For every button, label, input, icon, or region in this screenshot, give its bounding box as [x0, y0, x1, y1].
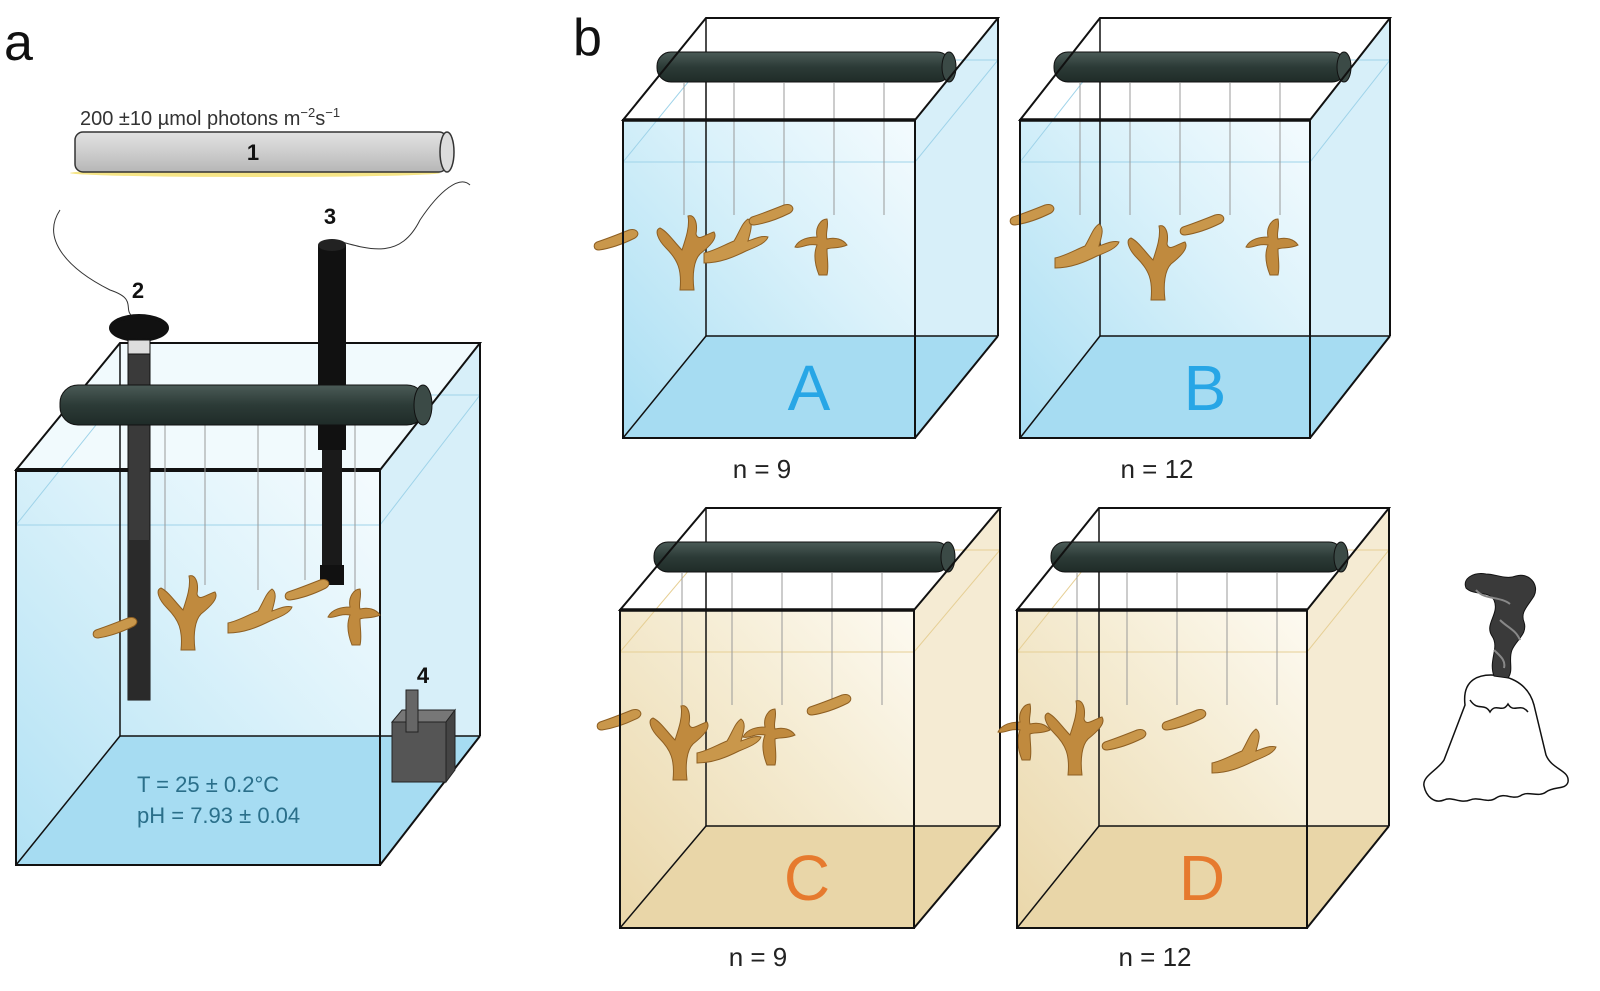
- tank-B: Bn = 12: [1009, 17, 1393, 484]
- tank-letter-A: A: [788, 352, 831, 424]
- hanging-bar: [656, 51, 952, 83]
- volcano-icon: [1423, 573, 1569, 802]
- panel-b-label: b: [573, 9, 602, 67]
- sensor-probe-2: [53, 209, 169, 701]
- ph-label: pH = 7.93 ± 0.04: [137, 803, 300, 828]
- hanging-bar: [1050, 541, 1344, 573]
- pump-number: 4: [417, 663, 430, 688]
- probe-2-number: 2: [132, 278, 144, 303]
- sample-size-label: n = 12: [1120, 454, 1193, 484]
- hanging-bar: [653, 541, 951, 573]
- tank-letter-C: C: [784, 842, 830, 914]
- tank-D: Dn = 12: [997, 507, 1392, 972]
- light-number: 1: [247, 140, 259, 165]
- tank-C: Cn = 9: [596, 507, 1003, 972]
- hanging-bar: [1053, 51, 1347, 83]
- probe-3-number: 3: [324, 204, 336, 229]
- tank-A: An = 9: [593, 17, 1001, 484]
- sample-size-label: n = 9: [733, 454, 792, 484]
- light-tube: [70, 131, 455, 177]
- panel-a-label: a: [4, 14, 33, 72]
- temperature-label: T = 25 ± 0.2°C: [137, 772, 279, 797]
- tank-letter-B: B: [1184, 352, 1227, 424]
- pump-4: [390, 689, 456, 784]
- hanging-bar-main: [59, 384, 433, 426]
- threads-main: [164, 425, 356, 590]
- tank-letter-D: D: [1179, 842, 1225, 914]
- sample-size-label: n = 12: [1118, 942, 1191, 972]
- light-intensity-label: 200 ±10 µmol photons m−2s−1: [80, 105, 340, 130]
- sample-size-label: n = 9: [729, 942, 788, 972]
